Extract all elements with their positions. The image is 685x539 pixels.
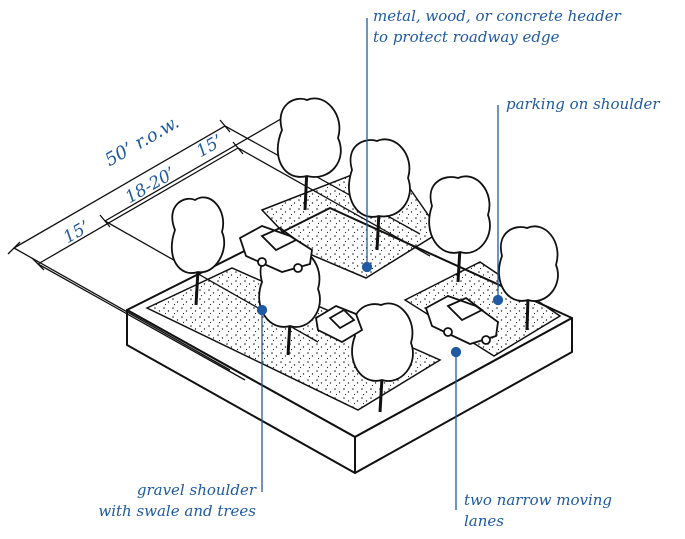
callout-leaders xyxy=(256,18,504,510)
dimension-lines xyxy=(7,104,431,381)
car xyxy=(315,304,364,344)
lanes-callout-line1: two narrow moving xyxy=(464,491,613,509)
lanes-dot xyxy=(450,346,462,358)
trees xyxy=(170,97,559,413)
lanes-callout: two narrow moving lanes xyxy=(464,490,612,532)
tree xyxy=(276,97,342,211)
header-callout: metal, wood, or concrete header to prote… xyxy=(373,6,621,48)
parking-dot xyxy=(492,294,504,306)
gravel-callout-line2: with swale and trees xyxy=(98,502,256,520)
tree xyxy=(428,175,491,283)
block-right-face xyxy=(354,317,573,474)
header-callout-line1: metal, wood, or concrete header xyxy=(373,7,621,25)
gravel-callout-line1: gravel shoulder xyxy=(136,481,256,499)
gravel-callout: gravel shoulder with swale and trees xyxy=(90,480,256,522)
tree xyxy=(498,225,559,331)
tree xyxy=(170,196,226,306)
header-callout-line2: to protect roadway edge xyxy=(373,28,560,46)
cars xyxy=(238,225,499,345)
lanes-callout-line2: lanes xyxy=(464,512,504,530)
parking-callout-line1: parking on shoulder xyxy=(506,95,660,113)
parking-callout: parking on shoulder xyxy=(506,94,660,115)
tree xyxy=(348,138,411,251)
car xyxy=(238,225,313,273)
gravel-dot xyxy=(256,304,268,316)
car xyxy=(424,295,499,345)
header-dot xyxy=(361,261,373,273)
tree xyxy=(351,302,414,413)
